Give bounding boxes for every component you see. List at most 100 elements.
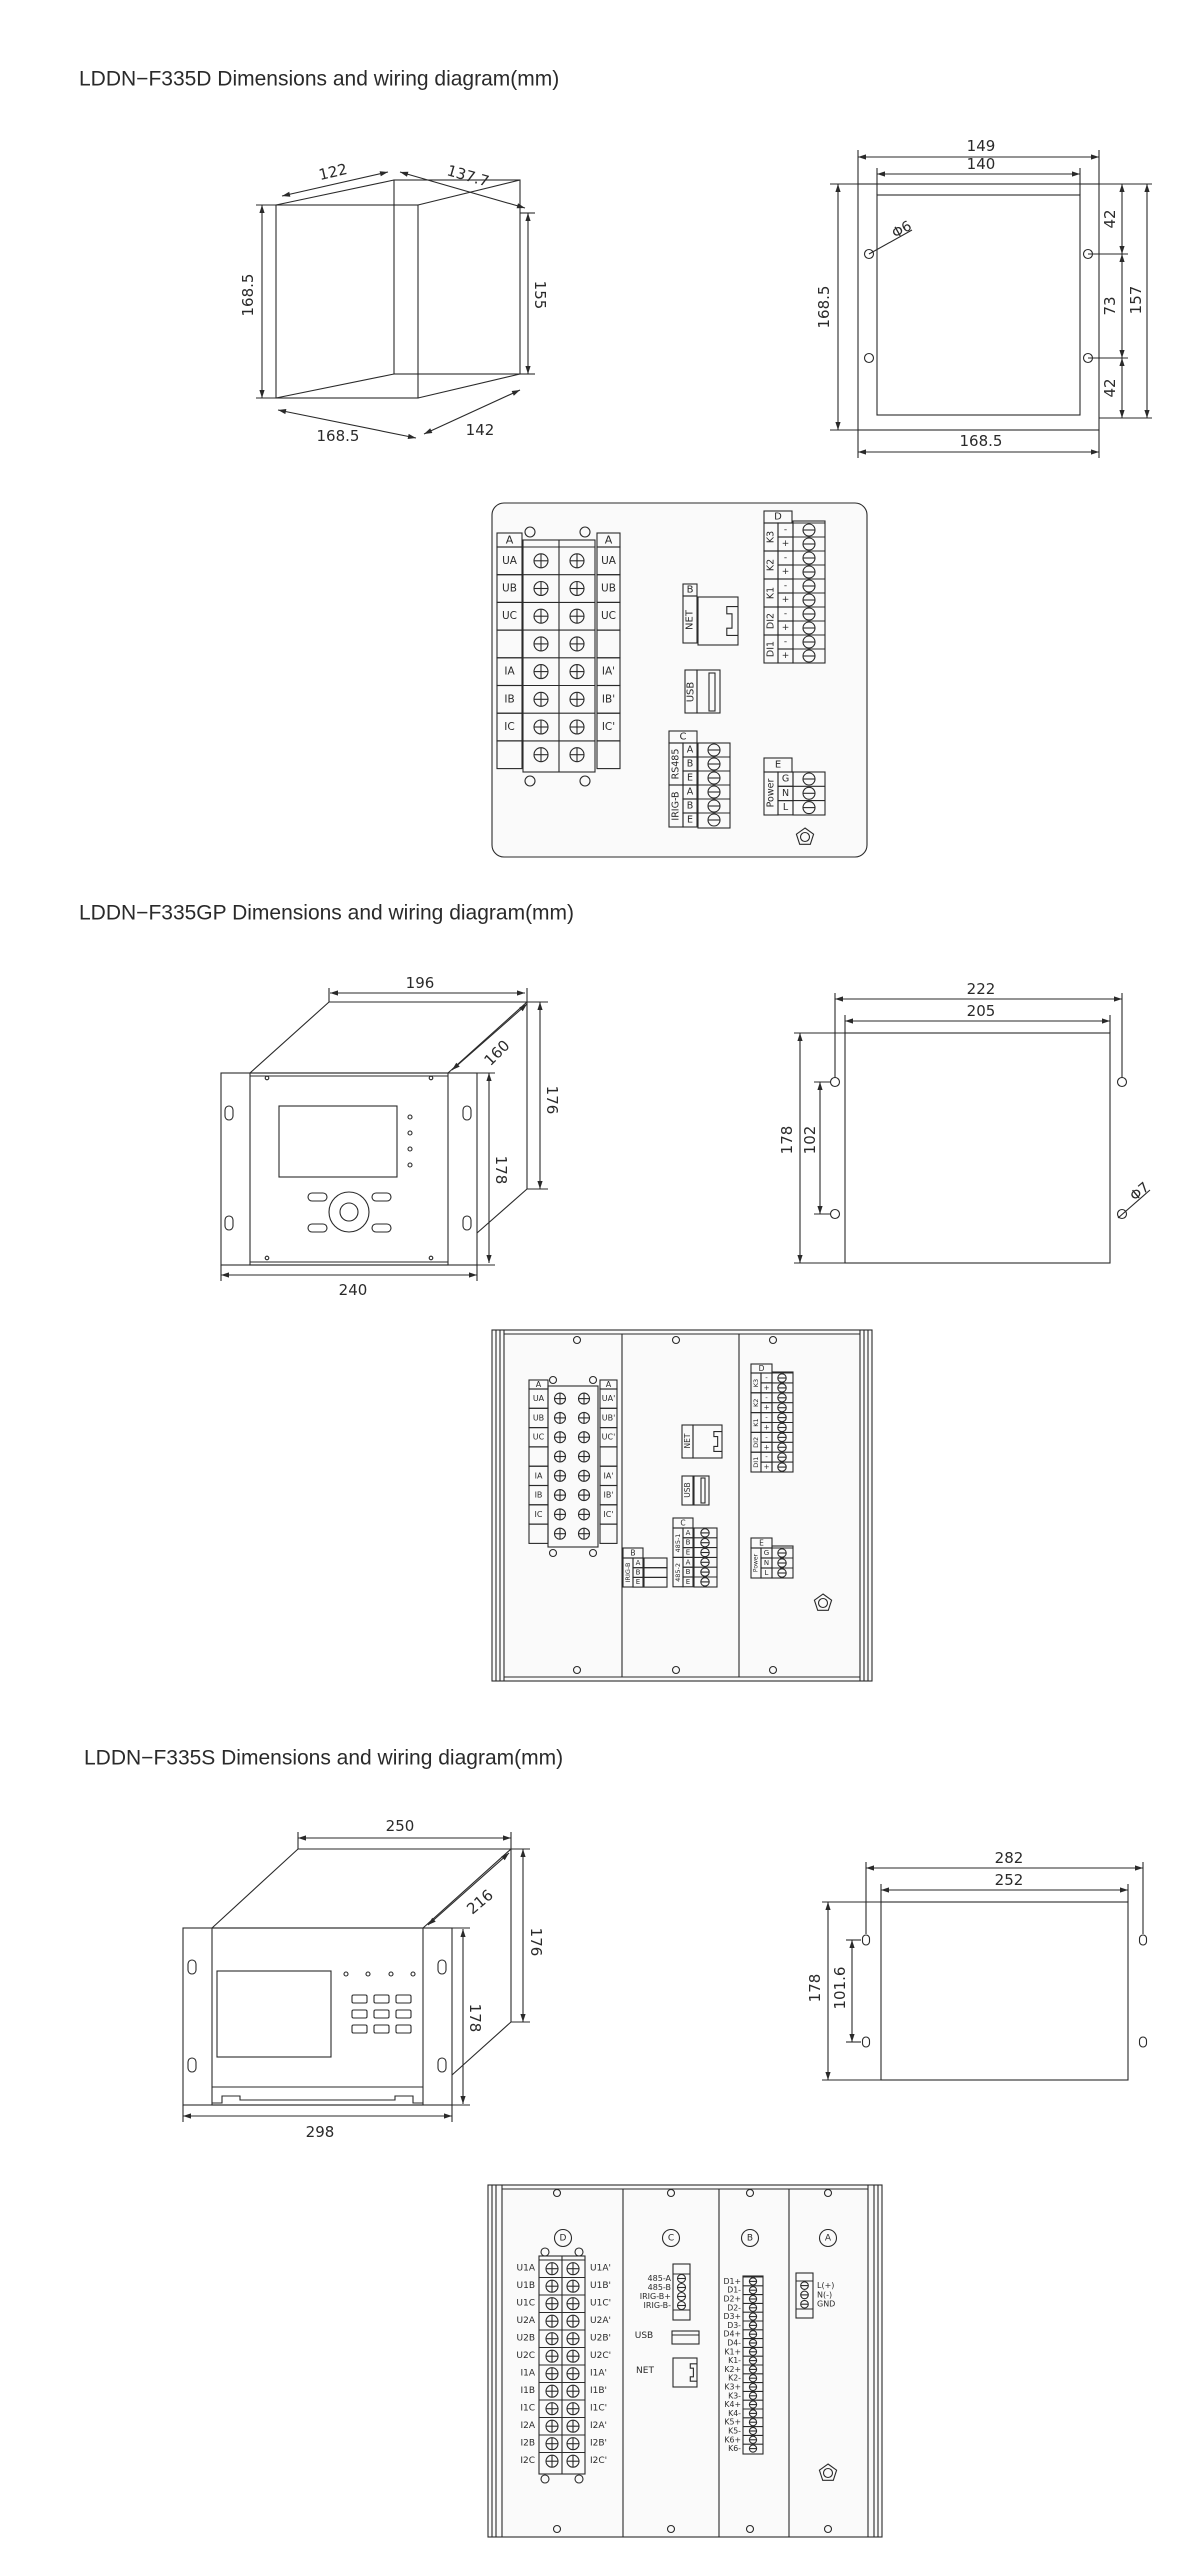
dimension-label: 282 [995, 1849, 1024, 1867]
dimension-label: 178 [806, 1974, 824, 2003]
terminal-group-header: C [680, 732, 687, 743]
terminal-label: D1+ [724, 2277, 742, 2286]
arrowhead [444, 2113, 452, 2119]
mounting-hole [540, 2247, 550, 2257]
terminal-label: UA [533, 1394, 545, 1403]
module-letter: D [560, 2234, 567, 2244]
mounting-hole [666, 2524, 676, 2534]
terminal-label: UA [601, 555, 617, 567]
mounting-hole [588, 1375, 598, 1385]
terminal-label: U2A [517, 2316, 536, 2326]
enclosure-edge [417, 179, 521, 206]
arrowhead [835, 184, 841, 192]
terminal-polarity: + [782, 567, 790, 577]
terminal-label: IA [535, 1471, 543, 1480]
front-panel-body [249, 1072, 449, 1266]
arrowhead [849, 1940, 855, 1948]
dimension-label: 101.6 [831, 1967, 849, 2010]
arrowhead [486, 1073, 492, 1081]
terminal-group-label: 485-1 [674, 1534, 682, 1553]
terminal-group-header: A [606, 1380, 612, 1389]
module-badge [740, 2228, 760, 2248]
section-title: LDDN−F335GP Dimensions and wiring diagra… [79, 902, 574, 925]
mounting-hole [588, 1548, 598, 1558]
arrowhead [1135, 1865, 1143, 1871]
function-button [307, 1223, 328, 1233]
front-panel-ears [182, 1927, 453, 2106]
dimension-label: 168.5 [239, 274, 257, 317]
terminal-label: UC' [602, 1433, 616, 1442]
terminal-label: UA' [602, 1394, 616, 1403]
terminal-polarity: - [784, 637, 787, 647]
arrowhead [525, 366, 531, 374]
mounting-hole [572, 1335, 582, 1345]
arrowhead [1091, 154, 1099, 160]
terminal-group-label: RS485 [671, 749, 682, 780]
mounting-hole [861, 1934, 871, 1946]
terminal-label: UC [601, 610, 616, 622]
terminal-label: I2C [520, 2456, 535, 2466]
rj45-port-icon [726, 606, 738, 636]
box [682, 812, 698, 828]
usb-port-icon [693, 1475, 710, 1506]
module-letter: C [668, 2234, 674, 2244]
mounting-hole [829, 1076, 841, 1088]
terminal-label: E [686, 1578, 690, 1586]
terminal-label: UA [502, 555, 518, 567]
arrowhead [858, 449, 866, 455]
arrowhead [845, 1018, 853, 1024]
terminal-label: K6+ [724, 2435, 741, 2444]
terminal-label: GND [817, 2300, 835, 2309]
terminal-label: K5- [728, 2427, 741, 2436]
terminal-group-label: K1 [766, 587, 777, 599]
rack-slot [462, 1215, 472, 1231]
enclosure-back-face [393, 179, 521, 375]
arrowhead [407, 433, 416, 439]
terminal-cell [643, 1576, 668, 1588]
port-label: NET [636, 2366, 654, 2376]
arrowhead [259, 390, 265, 398]
terminal-label: K2- [728, 2374, 741, 2383]
dimension-label: 160 [481, 1037, 514, 1070]
terminal-label: K5+ [724, 2418, 741, 2427]
led-indicator [407, 1130, 413, 1136]
arrowhead [516, 203, 525, 209]
terminal-group-label: IRIG-B [671, 791, 682, 820]
keypad-button [373, 1994, 390, 2004]
dimension-line [451, 1003, 528, 1071]
terminal-label: A [686, 1529, 691, 1537]
terminal-label: U1C [516, 2299, 535, 2309]
terminal-label: I2A' [590, 2421, 607, 2431]
arrowhead [400, 171, 409, 177]
mounting-hole [861, 2036, 871, 2048]
rj45-port-icon [689, 2363, 697, 2382]
terminal-block-C [672, 2263, 691, 2321]
terminal-label: I1C [520, 2404, 535, 2414]
usb-port-icon [700, 1477, 706, 1504]
terminal-label: U1A [517, 2264, 536, 2274]
terminal-label: U1B [517, 2281, 536, 2291]
terminal-polarity: + [764, 1384, 770, 1392]
arrowhead [1119, 350, 1125, 358]
terminal-label: IA' [602, 666, 615, 678]
terminal-label: E [686, 1549, 690, 1557]
arrowhead [817, 1206, 823, 1214]
keypad-button [373, 2024, 390, 2034]
terminal-label: IC [504, 721, 514, 733]
screw-icon [264, 1255, 270, 1261]
terminal-label: U2A' [590, 2316, 611, 2326]
dimension-label: 42 [1101, 378, 1119, 397]
terminal-group-header: B [687, 585, 694, 596]
terminal-label: IRIG-B- [644, 2301, 672, 2310]
terminal-label: UB' [602, 1413, 616, 1422]
dimension-label: 250 [386, 1817, 415, 1835]
screw-icon [428, 1255, 434, 1261]
terminal-label: K4- [728, 2409, 741, 2418]
arrowhead [817, 1082, 823, 1090]
enclosure-edge [417, 373, 521, 399]
keypad-button [351, 2024, 368, 2034]
mounting-hole [863, 352, 875, 364]
arrowhead [298, 1835, 306, 1841]
terminal-polarity: - [784, 525, 787, 535]
